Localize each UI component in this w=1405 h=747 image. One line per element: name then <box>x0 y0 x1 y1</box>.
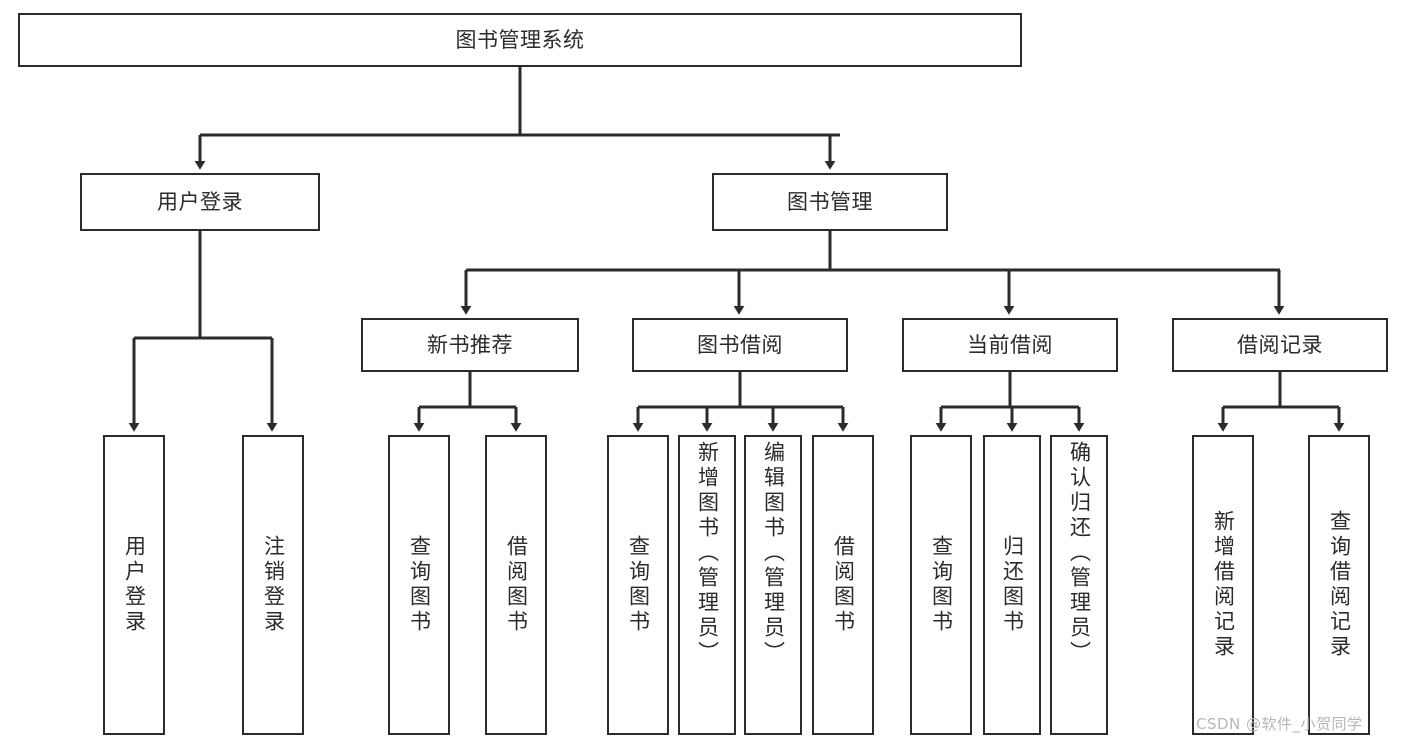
node-root-label: 图书管理系统 <box>455 27 585 52</box>
node-borrow-record-label: 借阅记录 <box>1237 332 1323 357</box>
node-book-borrow[interactable]: 图书借阅 <box>632 318 848 372</box>
leaf-logout-label: 注销登录 <box>261 535 286 635</box>
leaf-add-book[interactable]: 新增图书（管理员） <box>678 435 736 735</box>
leaf-edit-book[interactable]: 编辑图书（管理员） <box>744 435 802 735</box>
node-current-borrow-label: 当前借阅 <box>967 332 1053 357</box>
leaf-logout[interactable]: 注销登录 <box>242 435 304 735</box>
leaf-borrow-book[interactable]: 借阅图书 <box>812 435 874 735</box>
node-new-book-recommend[interactable]: 新书推荐 <box>361 318 579 372</box>
edges-book-manage <box>460 231 1285 315</box>
leaf-borrow-book-recommend[interactable]: 借阅图书 <box>485 435 547 735</box>
edges-new-book-rec <box>413 372 522 432</box>
leaf-query-borrow-record-label: 查询借阅记录 <box>1327 510 1352 660</box>
node-root[interactable]: 图书管理系统 <box>18 13 1022 67</box>
node-book-borrow-label: 图书借阅 <box>697 332 783 357</box>
edges-user-login <box>128 231 278 432</box>
leaf-query-book-current[interactable]: 查询图书 <box>910 435 972 735</box>
leaf-user-login[interactable]: 用户登录 <box>103 435 165 735</box>
leaf-query-borrow-record[interactable]: 查询借阅记录 <box>1308 435 1370 735</box>
node-current-borrow[interactable]: 当前借阅 <box>902 318 1118 372</box>
leaf-query-book-borrow-label: 查询图书 <box>626 535 651 635</box>
edges-book-borrow <box>632 372 849 432</box>
node-book-manage[interactable]: 图书管理 <box>712 173 948 231</box>
leaf-user-login-label: 用户登录 <box>122 535 147 635</box>
leaf-add-book-label: 新增图书（管理员） <box>695 441 720 666</box>
leaf-borrow-book-label: 借阅图书 <box>831 535 856 635</box>
leaf-confirm-return-label: 确认归还（管理员） <box>1067 441 1092 666</box>
leaf-return-book[interactable]: 归还图书 <box>983 435 1041 735</box>
leaf-edit-book-label: 编辑图书（管理员） <box>761 441 786 666</box>
leaf-borrow-book-recommend-label: 借阅图书 <box>504 535 529 635</box>
leaf-query-book-current-label: 查询图书 <box>929 535 954 635</box>
edges-borrow-record <box>1217 372 1345 432</box>
leaf-add-borrow-record[interactable]: 新增借阅记录 <box>1192 435 1254 735</box>
watermark: CSDN @软件_小贺同学 <box>1196 715 1363 733</box>
node-book-manage-label: 图书管理 <box>787 189 873 214</box>
leaf-add-borrow-record-label: 新增借阅记录 <box>1211 510 1236 660</box>
node-user-login-label: 用户登录 <box>157 189 243 214</box>
edges-root <box>194 67 840 170</box>
node-user-login[interactable]: 用户登录 <box>80 173 320 231</box>
leaf-return-book-label: 归还图书 <box>1000 535 1025 635</box>
edges-current-borrow <box>935 372 1085 432</box>
node-borrow-record[interactable]: 借阅记录 <box>1172 318 1388 372</box>
leaf-query-book-borrow[interactable]: 查询图书 <box>607 435 669 735</box>
leaf-confirm-return[interactable]: 确认归还（管理员） <box>1050 435 1108 735</box>
node-new-book-recommend-label: 新书推荐 <box>427 332 513 357</box>
leaf-query-book-recommend-label: 查询图书 <box>407 535 432 635</box>
leaf-query-book-recommend[interactable]: 查询图书 <box>388 435 450 735</box>
